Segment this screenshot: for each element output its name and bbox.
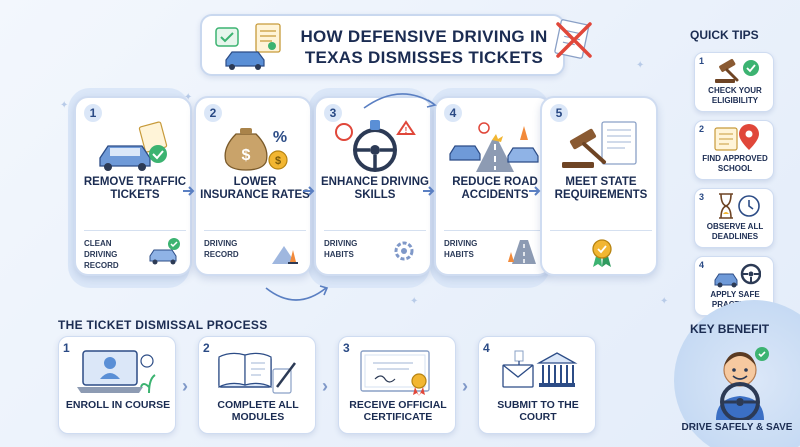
curved-arrow-icon [363,93,437,109]
tip-label: CHECK YOUR ELIGIBILITY [708,86,762,105]
step-number: 3 [324,104,342,122]
chevron-right-icon: › [462,376,468,396]
step-subtitle: DRIVING HABITS [324,239,358,259]
step-title: ENHANCE DRIVING SKILLS [321,176,429,201]
arrow-right-icon [529,186,541,196]
step-number: 2 [204,104,222,122]
chevron-right-icon: › [322,376,328,396]
process-label: COMPLETE ALL MODULES [217,399,299,423]
divider [444,230,546,231]
process-number: 1 [63,341,70,355]
crossed-ticket-icon [554,19,592,59]
road-icon [508,240,536,264]
sparkle-icon: ✦ [184,92,193,103]
certificate-icon [360,350,430,396]
sparkle-icon: ✦ [636,60,645,71]
car-wheel-icon [714,263,761,288]
gavel-icon [562,121,637,168]
gavel-check-icon [715,58,759,83]
money-bag-icon: $ % $ [224,128,288,171]
step-card-enhance-skills: 3 ! ENHANCE DRIVING SKILLS DRIVING HABIT… [314,96,432,276]
step-number: 1 [84,104,102,122]
key-benefit-label: DRIVE SAFELY & SAVE [681,422,793,433]
hourglass-icon [719,193,760,219]
step-number: 5 [550,104,568,122]
step-card-meet-requirements: 5 MEET STATE REQUIREMENTS [540,96,658,276]
process-number: 4 [483,341,490,355]
award-badge-icon [592,239,612,267]
tip-card-school: 2 FIND APPROVED SCHOOL [694,120,774,180]
key-benefit-title: KEY BENEFIT [690,322,770,336]
courthouse-icon [502,350,578,388]
step-card-remove-tickets: 1 REMOVE TRAFFIC TICKETS CLEAN DRIVING R… [74,96,192,276]
process-title: THE TICKET DISMISSAL PROCESS [58,318,268,332]
tip-number: 3 [699,192,705,202]
divider [324,230,426,231]
arrow-right-icon [423,186,435,196]
divider [204,230,306,231]
svg-text:$: $ [275,155,281,167]
step-title: REMOVE TRAFFIC TICKETS [83,176,187,201]
tip-number: 4 [699,260,705,270]
quick-tips-title: QUICK TIPS [690,28,759,42]
step-number: 4 [444,104,462,122]
page-title-line1: HOW DEFENSIVE DRIVING IN [300,27,548,46]
page-title-line2: TEXAS DISMISSES TICKETS [304,48,544,67]
process-card-certificate: 3 RECEIVE OFFICIAL CERTIFICATE [338,336,456,434]
curved-arrow-icon [265,285,329,301]
sparkle-icon: ✦ [410,296,419,307]
car-crash-icon [449,122,539,172]
process-label: ENROLL IN COURSE [65,399,171,411]
car-ticket-icon [215,23,281,70]
map-pin-icon [714,124,759,151]
happy-driver-icon [716,347,769,420]
step-title: MEET STATE REQUIREMENTS [554,176,648,201]
steering-wheel-icon: ! [335,120,416,172]
car-check-icon [149,238,180,265]
step-title: REDUCE ROAD ACCIDENTS [452,176,538,201]
sparkle-icon: ✦ [660,296,669,307]
process-number: 3 [343,341,350,355]
process-card-complete: 2 COMPLETE ALL MODULES [198,336,316,434]
sparkle-icon: ✦ [60,100,69,111]
process-number: 2 [203,341,210,355]
step-subtitle: CLEAN DRIVING RECORD [84,239,119,270]
tip-number: 2 [699,124,705,134]
svg-text:%: % [273,129,287,146]
tip-label: FIND APPROVED SCHOOL [702,154,768,173]
step-subtitle: DRIVING HABITS [444,239,478,259]
tip-card-deadlines: 3 OBSERVE ALL DEADLINES [694,188,774,248]
divider [550,230,652,231]
road-cone-icon [272,246,298,264]
process-label: RECEIVE OFFICIAL CERTIFICATE [349,399,447,423]
arrow-right-icon [183,186,195,196]
gear-icon [394,241,414,261]
tip-card-eligibility: 1 CHECK YOUR ELIGIBILITY [694,52,774,112]
process-label: SUBMIT TO THE COURT [497,399,579,423]
svg-text:$: $ [242,147,251,164]
tip-number: 1 [699,56,705,66]
book-icon [218,352,296,394]
step-subtitle: DRIVING RECORD [204,239,239,259]
divider [84,230,186,231]
process-card-enroll: 1 ENROLL IN COURSE [58,336,176,434]
car-ticket-icon [99,121,168,171]
step-card-reduce-accidents: 4 REDUCE ROAD ACCIDENTS DRIVING HABITS [434,96,552,276]
laptop-icon [77,350,156,394]
chevron-right-icon: › [182,376,188,396]
step-card-lower-insurance: 2 $ % $ LOWER INSURANCE RATES DRIVING RE… [194,96,312,276]
process-card-submit: 4 SUBMIT TO THE COURT [478,336,596,434]
step-title: LOWER INSURANCE RATES [200,176,310,201]
svg-text:!: ! [405,126,408,135]
tip-label: OBSERVE ALL DEADLINES [706,222,764,241]
title-banner: HOW DEFENSIVE DRIVING IN TEXAS DISMISSES… [200,14,565,76]
arrow-right-icon [303,186,315,196]
